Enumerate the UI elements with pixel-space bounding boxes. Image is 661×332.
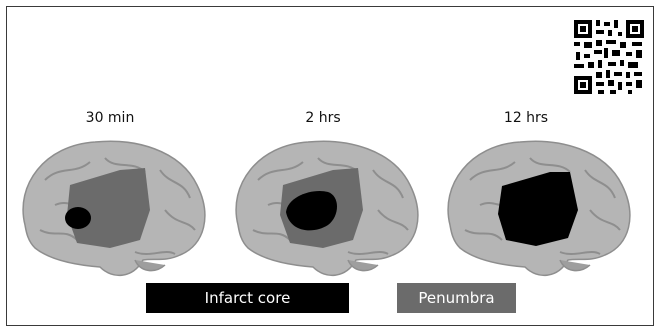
brain-12hrs xyxy=(440,130,640,280)
legend-penumbra: Penumbra xyxy=(397,283,516,313)
qr-code-icon xyxy=(572,18,646,96)
stage-label-1: 30 min xyxy=(50,110,170,126)
infarct-core xyxy=(65,207,91,229)
brain-30min xyxy=(15,130,215,280)
legend-infarct-core: Infarct core xyxy=(146,283,349,313)
stage-label-2: 2 hrs xyxy=(263,110,383,126)
stage-label-3: 12 hrs xyxy=(466,110,586,126)
brain-2hrs xyxy=(228,130,428,280)
